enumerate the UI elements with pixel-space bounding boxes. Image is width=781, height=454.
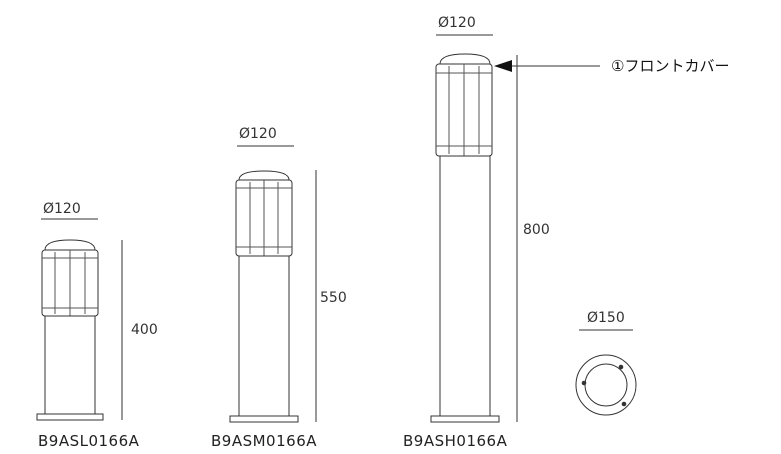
- head-cap-low: [44, 239, 96, 251]
- base-top-view: Ø150: [575, 310, 637, 416]
- diameter-label-low: Ø120: [43, 201, 81, 217]
- model-name-medium: B9ASM0166A: [211, 432, 317, 450]
- base-inner-circle: [584, 363, 628, 407]
- diameter-label-base: Ø150: [587, 310, 625, 326]
- model-name-high: B9ASH0166A: [403, 432, 508, 450]
- bolt-hole-icon: [621, 401, 627, 407]
- height-label-low: 400: [131, 322, 158, 338]
- base-plate-low: [36, 413, 104, 421]
- post-high: [439, 155, 491, 417]
- bollard-low: Ø120 400 B9ASL0166A: [36, 201, 158, 450]
- bollard-high: Ø120 800 B9ASH0166A: [403, 15, 550, 450]
- head-cap-medium: [238, 170, 290, 181]
- height-label-medium: 550: [320, 290, 347, 306]
- height-label-high: 800: [523, 222, 550, 238]
- diameter-label-high: Ø120: [438, 15, 476, 31]
- callout-label: ①フロントカバー: [611, 57, 729, 75]
- base-outer-circle: [575, 354, 637, 416]
- base-plate-medium: [229, 415, 299, 423]
- post-low: [44, 315, 96, 415]
- bolt-hole-icon: [581, 380, 587, 386]
- front-cover-callout: ①フロントカバー: [494, 57, 729, 75]
- bolt-hole-icon: [618, 364, 624, 370]
- base-plate-high: [430, 415, 500, 423]
- diameter-label-medium: Ø120: [239, 126, 277, 142]
- callout-arrow-icon: [494, 60, 512, 72]
- model-name-low: B9ASL0166A: [38, 432, 140, 450]
- head-cap-high: [439, 53, 491, 65]
- bollard-medium: Ø120 550 B9ASM0166A: [211, 126, 347, 450]
- post-medium: [238, 255, 290, 417]
